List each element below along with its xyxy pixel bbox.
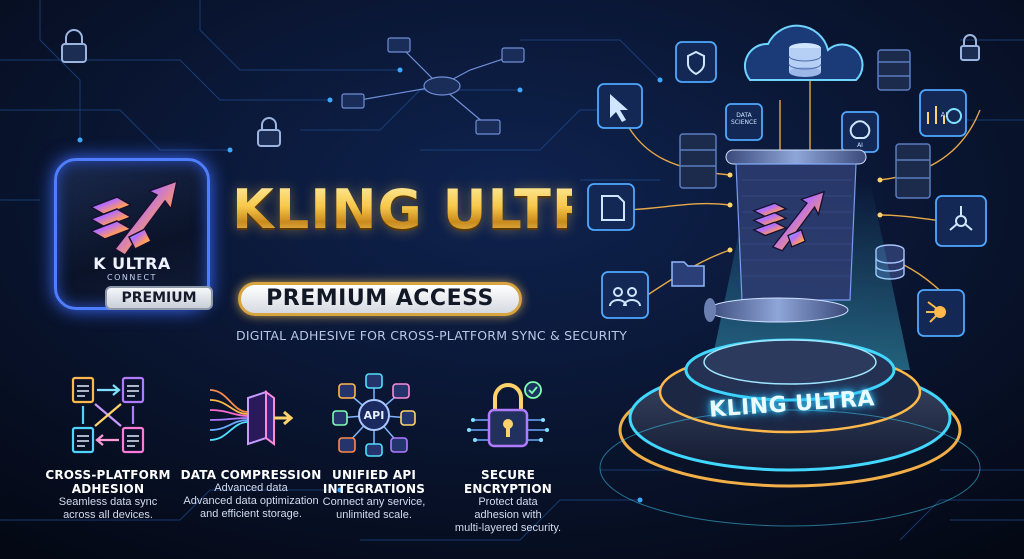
feature-cross-platform: CROSS-PLATFORM ADHESION Seamless data sy… (38, 372, 178, 522)
tile-label-line: DATA (736, 112, 752, 119)
feature-desc-line: Protect data (478, 496, 538, 508)
holographic-scene (587, 24, 987, 527)
data-science-label: DATA SCIENCE (726, 112, 762, 126)
people-icon (609, 299, 641, 307)
speed-icon (934, 306, 946, 318)
folder-icon (671, 261, 705, 287)
feature-title-line: INTEGRATIONS (322, 482, 426, 496)
document-icon (601, 195, 625, 221)
brain-icon (849, 120, 871, 139)
lock-icon (960, 34, 980, 61)
network-tile (935, 195, 987, 247)
network-nodes (341, 37, 525, 135)
server-rack-icon (679, 49, 931, 199)
premium-badge: PREMIUM (105, 286, 213, 310)
holographic-scroll (704, 149, 867, 323)
ai-brain-label: AI (857, 142, 863, 149)
k-arrow-logo-icon (752, 190, 826, 252)
feature-title-line: ADHESION (71, 482, 145, 496)
feature-title-line: CROSS-PLATFORM (45, 468, 171, 482)
feature-desc-line: unlimited scale. (336, 509, 412, 521)
feature-title-line: DATA COMPRESSION (180, 468, 322, 482)
data-science-tile (725, 103, 763, 141)
encryption-lock-icon (465, 372, 551, 458)
feature-desc-line: Advanced data optimization (183, 495, 319, 507)
lock-icon (61, 29, 87, 63)
bar-chart-icon (927, 106, 945, 124)
api-label: API (364, 409, 385, 422)
premium-access-button[interactable]: PREMIUM ACCESS (238, 282, 522, 316)
shield-icon (687, 50, 705, 76)
glowing-pedestal (599, 338, 981, 527)
data-compression-icon (208, 372, 294, 458)
lock-icon (257, 117, 281, 147)
cursor-icon (610, 94, 628, 122)
app-brand-name: K ULTRA (93, 254, 171, 273)
feature-desc-line: adhesion with (474, 509, 542, 521)
ai-analytics-label: AI (940, 111, 948, 119)
feature-title-line: SECURE ENCRYPTION (463, 468, 552, 496)
cross-platform-sync-icon (65, 372, 151, 458)
main-title: KLING ULTRA (232, 178, 638, 241)
tile-label-line: SCIENCE (730, 119, 758, 126)
feature-secure-encryption: SECURE ENCRYPTION Protect data adhesion … (438, 372, 578, 535)
feature-data-compression: DATA COMPRESSION Advanced data Advanced … (180, 372, 322, 521)
feature-desc-line: and efficient storage. (200, 508, 302, 520)
document-tile (587, 183, 635, 231)
api-hub-icon: API (331, 372, 417, 458)
ai-analytics-tile (919, 89, 967, 137)
feature-desc-line: Advanced data (214, 482, 288, 494)
feature-title-line: UNIFIED API (332, 468, 416, 482)
feature-desc-line: Seamless data sync (58, 496, 158, 508)
app-brand-subtitle: CONNECT (107, 273, 157, 282)
tagline: DIGITAL ADHESIVE FOR CROSS-PLATFORM SYNC… (236, 328, 628, 343)
shield-tile (675, 41, 717, 83)
feature-desc-line: across all devices. (63, 509, 153, 521)
feature-desc-line: Connect any service, (322, 496, 426, 508)
k-arrow-logo-icon (89, 179, 179, 256)
feature-unified-api: API UNIFIED API INTEGRATIONS Connect any… (318, 372, 430, 522)
people-tile (601, 271, 649, 319)
app-icon[interactable]: K ULTRA CONNECT PREMIUM (54, 158, 213, 310)
cloud-database-icon (743, 24, 864, 81)
feature-desc-line: multi-layered security. (454, 522, 562, 534)
